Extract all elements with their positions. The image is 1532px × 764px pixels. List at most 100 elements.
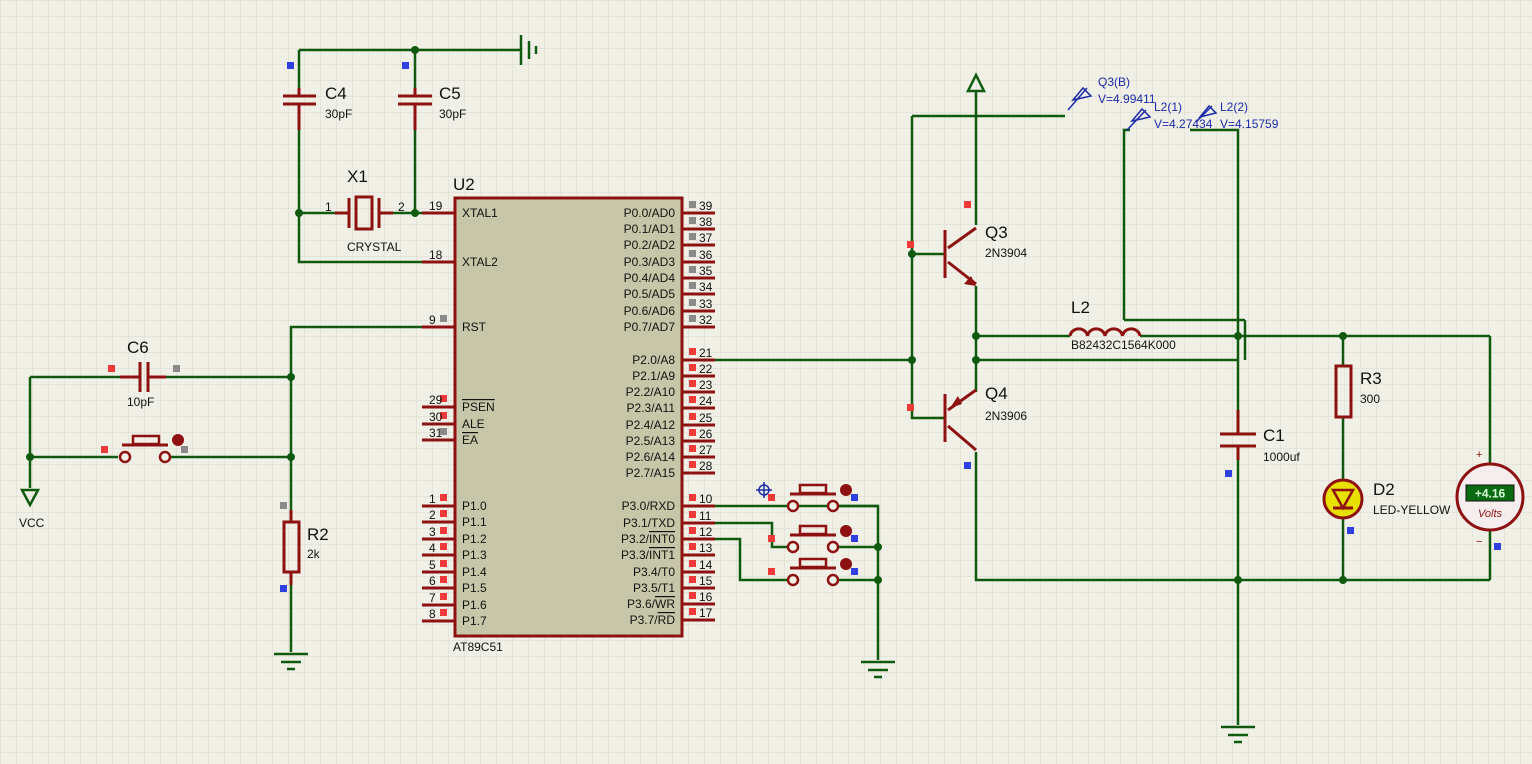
c6-value: 10pF	[127, 395, 154, 409]
pushbutton-p30[interactable]	[768, 483, 858, 513]
probe-l2-2[interactable]: L2(2) V=4.15759	[1195, 100, 1279, 131]
mcu-pin-name: P3.2/INT0	[621, 532, 675, 546]
crystal-x1[interactable]: X1 1 2 CRYSTAL	[325, 167, 405, 254]
mcu-pin-number: 26	[699, 427, 713, 441]
inductor-l2[interactable]: L2 B82432C1564K000	[1068, 298, 1176, 352]
mcu-pin-name: P0.3/AD3	[624, 255, 676, 269]
l2-ref: L2	[1071, 298, 1090, 317]
c5-value: 30pF	[439, 107, 466, 121]
probe-l2-1[interactable]: L2(1) V=4.27434	[1126, 100, 1213, 131]
led-d2[interactable]: D2 LED-YELLOW	[1322, 478, 1451, 534]
mcu-pin-name: P3.7/RD	[630, 613, 676, 627]
mcu-pin-name: P0.4/AD4	[624, 271, 676, 285]
mcu-pin-name: P1.3	[462, 548, 487, 562]
mcu-pin-number: 10	[699, 492, 713, 506]
mcu-right-pins: 39P0.0/AD038P0.1/AD137P0.2/AD236P0.3/AD3…	[621, 199, 715, 627]
q4-ref: Q4	[985, 384, 1008, 403]
mcu-pin-number: 8	[429, 607, 436, 621]
c1-ref: C1	[1263, 426, 1285, 445]
pushbutton-p31[interactable]	[768, 524, 858, 554]
mcu-pin-number: 25	[699, 411, 713, 425]
mcu-pin-name: P1.5	[462, 581, 487, 595]
capacitor-c1[interactable]: C1 1000uf	[1220, 410, 1300, 477]
capacitor-c4[interactable]: C4 30pF	[283, 62, 352, 130]
mcu-pin-number: 2	[429, 508, 436, 522]
q4-value: 2N3906	[985, 409, 1027, 423]
dc-voltmeter[interactable]: +4.16 Volts + −	[1455, 449, 1525, 550]
transistor-q3[interactable]: Q3 2N3904	[907, 201, 1027, 286]
r2-ref: R2	[307, 525, 329, 544]
capacitor-c5[interactable]: C5 30pF	[398, 62, 466, 130]
mcu-pin-number: 7	[429, 591, 436, 605]
x1-ref: X1	[347, 167, 368, 186]
mcu-pin-number: 28	[699, 459, 713, 473]
mcu-pin-name: ALE	[462, 417, 485, 431]
mcu-pin-name: P1.1	[462, 515, 487, 529]
q3-ref: Q3	[985, 223, 1008, 242]
capacitor-c6[interactable]: C6 10pF	[108, 338, 180, 409]
reset-pushbutton[interactable]	[101, 434, 188, 464]
mcu-pin-name: PSEN	[462, 400, 495, 414]
mcu-pin-name: P0.7/AD7	[624, 320, 676, 334]
c5-ref: C5	[439, 84, 461, 103]
probe-q3b[interactable]: Q3(B) V=4.99411	[1067, 75, 1156, 111]
mcu-pin-name: XTAL1	[462, 206, 498, 220]
mcu-pin-name: P3.4/T0	[633, 565, 675, 579]
transistor-q4[interactable]: Q4 2N3906	[907, 384, 1027, 469]
mcu-pin-name: P3.5/T1	[633, 581, 675, 595]
vcc-terminal[interactable]: VCC	[19, 488, 45, 530]
mcu-pin-number: 38	[699, 215, 713, 229]
mcu-pin-name: P1.0	[462, 499, 487, 513]
pushbutton-p32[interactable]	[768, 557, 858, 587]
mcu-pin-number: 4	[429, 541, 436, 555]
resistor-r3[interactable]: R3 300	[1334, 364, 1382, 419]
mcu-pin-number: 29	[429, 393, 443, 407]
resistor-r2[interactable]: R2 2k	[280, 502, 329, 592]
mcu-pin-name: RST	[462, 320, 487, 334]
mcu-pin-name: P3.0/RXD	[622, 499, 676, 513]
x1-pin1: 1	[325, 200, 332, 214]
power-terminal[interactable]	[965, 72, 987, 93]
